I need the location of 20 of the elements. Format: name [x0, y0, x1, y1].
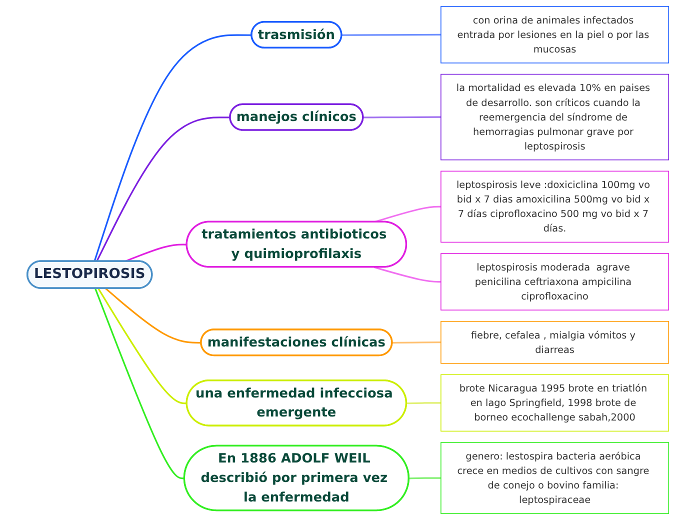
node-box: leptospirosis leve :doxiciclina 100mg vo bid x 7 dias amoxicilina 500mg vo bid x 7 días ciprofloxacino 500 mg vo bid x 7 días. [440, 170, 670, 243]
node-box: genero: lestospira bacteria aeróbica crece en medios de cultivos con sangre de conejo o bovino familia: leptospiraceae [440, 442, 670, 514]
node-box: brote Nicaragua 1995 brote en triatlón en lago Springfield, 1998 brote de borneo ecochallenge sabah,2000 [440, 374, 670, 432]
connector [98, 288, 188, 404]
connector [374, 206, 441, 223]
node-box: la mortalidad es elevada 10% en paises de desarrollo. son críticos cuando la reemergencia del síndrome de hemorragias pulmonar grave por leptospirosis [440, 74, 670, 160]
connector [409, 477, 441, 480]
connector [363, 116, 441, 118]
node-box: con orina de animales infectados entrada por lesiones en la piel o por las mucosas [440, 6, 670, 64]
connector [342, 34, 441, 36]
connector [406, 402, 441, 404]
connector [374, 266, 441, 283]
connector [392, 342, 441, 344]
connector [124, 244, 188, 262]
node-box: leptospirosis moderada agrave penicilina ceftriaxona ampicilina ciprofloxacino [440, 253, 670, 310]
connector [96, 116, 230, 262]
connector [105, 288, 202, 344]
connector [94, 34, 252, 262]
connector [94, 288, 185, 480]
node-box: fiebre, cefalea , mialgia vómitos y diarreas [440, 320, 670, 364]
